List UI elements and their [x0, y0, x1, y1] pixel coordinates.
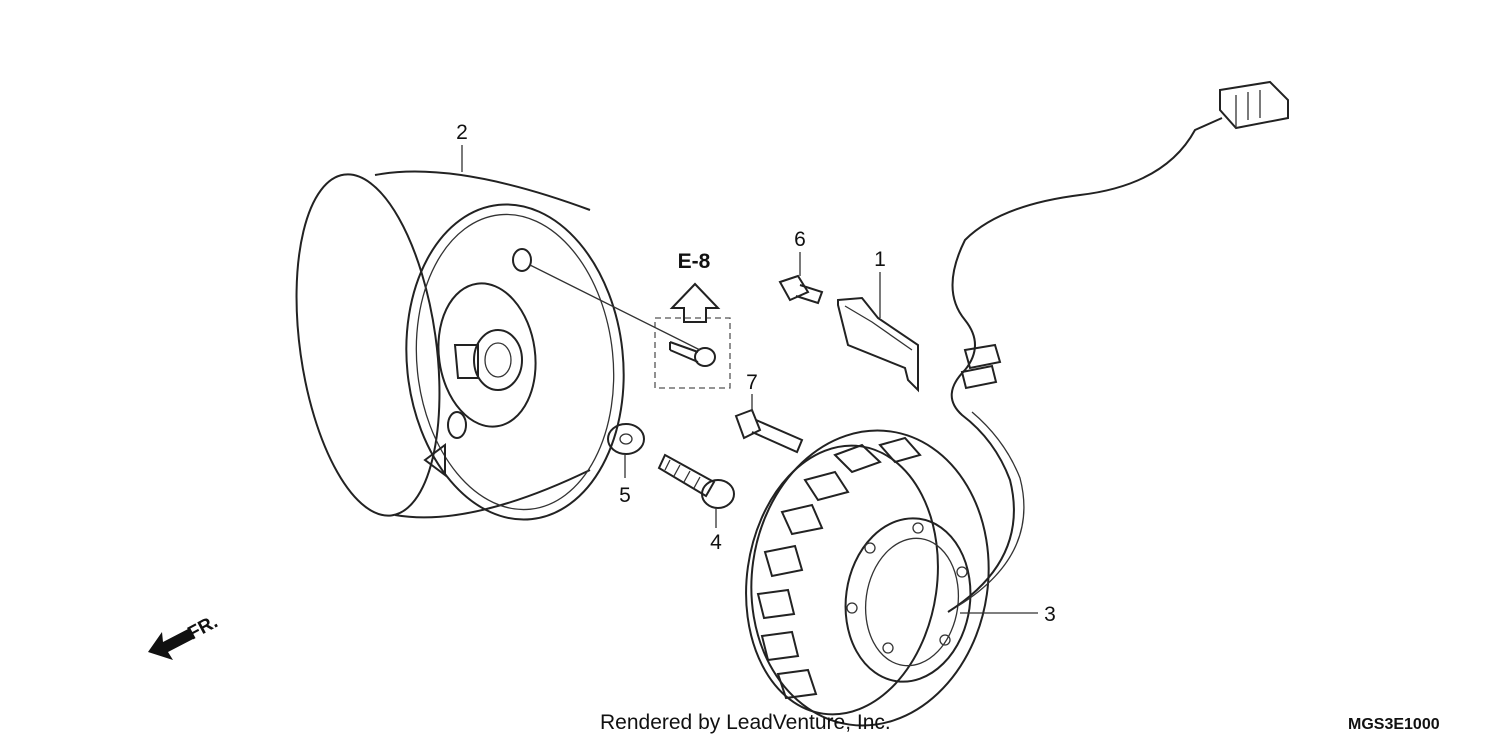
diagram-code: MGS3E1000	[1348, 716, 1440, 733]
callout-5[interactable]: 5	[619, 484, 631, 507]
reference-bolt-box[interactable]	[529, 264, 731, 389]
clamp-part-1[interactable]	[837, 296, 919, 393]
bolt-part-7[interactable]	[734, 408, 804, 454]
callout-2[interactable]: 2	[456, 121, 468, 144]
callout-6[interactable]: 6	[794, 228, 806, 251]
reference-label[interactable]: E-8	[678, 250, 711, 273]
stator-part-3[interactable]	[729, 80, 1289, 741]
front-arrow-icon	[148, 628, 195, 660]
washer-part-5[interactable]	[607, 423, 645, 455]
callout-1[interactable]: 1	[874, 248, 886, 271]
bolt-part-4[interactable]	[657, 453, 735, 509]
flywheel-part-2[interactable]	[277, 165, 639, 530]
callout-7[interactable]: 7	[746, 371, 758, 394]
front-direction-indicator: FR.	[148, 612, 221, 660]
up-arrow-icon	[669, 282, 721, 323]
callout-4[interactable]: 4	[710, 531, 722, 554]
callout-3[interactable]: 3	[1044, 603, 1056, 626]
credit-text: Rendered by LeadVenture, Inc.	[600, 711, 891, 734]
bolt-part-6[interactable]	[778, 274, 824, 305]
